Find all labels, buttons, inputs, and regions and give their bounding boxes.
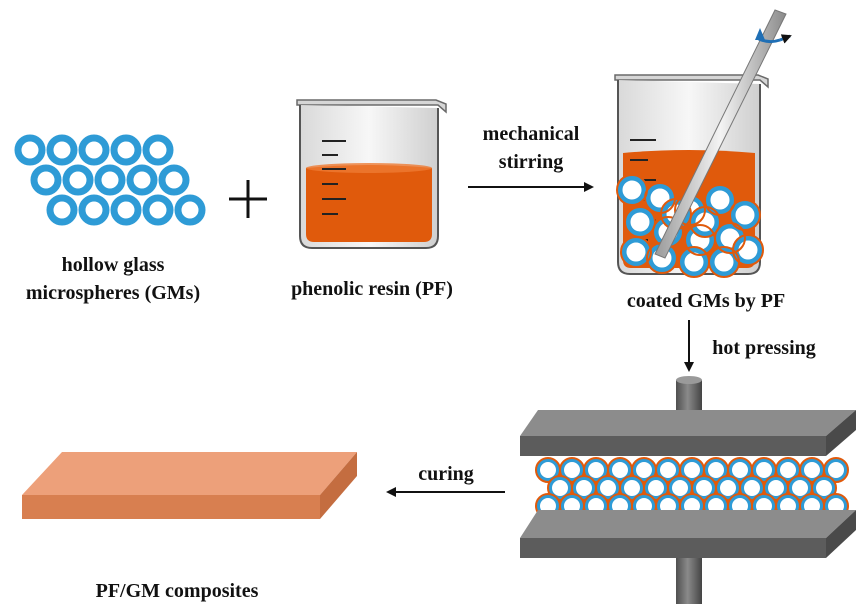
pressed-microsphere xyxy=(596,476,620,500)
pressed-microsphere xyxy=(776,458,800,482)
coated-microsphere xyxy=(709,247,739,277)
pressed-microsphere xyxy=(572,476,596,500)
pressed-microsphere xyxy=(536,458,560,482)
gms-label-line1: hollow glass xyxy=(62,254,165,276)
coated-microsphere xyxy=(625,207,655,237)
pressed-microsphere xyxy=(812,476,836,500)
pressed-microsphere xyxy=(656,458,680,482)
pressed-microspheres xyxy=(535,457,849,519)
hollow-microsphere xyxy=(78,134,110,166)
hollow-microsphere xyxy=(46,134,78,166)
pressed-microsphere xyxy=(584,458,608,482)
graduation-marks xyxy=(322,140,346,215)
hot-press xyxy=(520,376,856,604)
pressed-microsphere xyxy=(692,476,716,500)
hollow-microsphere xyxy=(14,134,46,166)
pressed-microsphere xyxy=(716,476,740,500)
hollow-microsphere xyxy=(62,164,94,196)
hollow-microsphere xyxy=(174,194,206,226)
pressed-microsphere xyxy=(740,476,764,500)
gms-label-line2: microspheres (GMs) xyxy=(26,282,200,304)
stirring-label-line1: mechanical xyxy=(483,123,580,145)
hot-pressing-label: hot pressing xyxy=(712,337,816,359)
pressed-microsphere xyxy=(608,458,632,482)
pf-resin xyxy=(306,165,432,242)
pressed-microsphere xyxy=(632,458,656,482)
hollow-microsphere xyxy=(78,194,110,226)
hollow-microsphere xyxy=(30,164,62,196)
pressed-microsphere xyxy=(620,476,644,500)
coated-microsphere xyxy=(733,235,763,265)
coated-microsphere xyxy=(705,185,735,215)
hollow-microsphere xyxy=(142,194,174,226)
pf-beaker xyxy=(296,99,447,249)
composites-label: PF/GM composites xyxy=(96,580,259,602)
hollow-microsphere xyxy=(126,164,158,196)
pressed-microsphere xyxy=(548,476,572,500)
pressed-microsphere xyxy=(764,476,788,500)
pressed-microsphere xyxy=(728,458,752,482)
coated-microsphere xyxy=(730,200,760,230)
pressed-microsphere xyxy=(680,458,704,482)
stirring-label-line2: stirring xyxy=(499,151,563,173)
hollow-microsphere xyxy=(110,194,142,226)
hollow-microsphere xyxy=(110,134,142,166)
hollow-glass-microspheres-cluster xyxy=(14,134,206,226)
pressed-microsphere xyxy=(752,458,776,482)
hollow-microsphere xyxy=(142,134,174,166)
composite-plate xyxy=(22,452,357,519)
hollow-microsphere xyxy=(94,164,126,196)
pressed-microsphere xyxy=(704,458,728,482)
pressed-microsphere xyxy=(788,476,812,500)
pressed-microsphere xyxy=(560,458,584,482)
hollow-microsphere xyxy=(158,164,190,196)
pressed-microsphere xyxy=(800,458,824,482)
coated-label: coated GMs by PF xyxy=(627,290,785,312)
coated-beaker xyxy=(614,9,792,278)
pf-label: phenolic resin (PF) xyxy=(291,278,453,300)
coated-microsphere xyxy=(621,237,651,267)
coated-microsphere xyxy=(617,175,647,205)
curing-label: curing xyxy=(418,463,474,485)
stirring-rod xyxy=(654,9,792,259)
pressed-microsphere xyxy=(668,476,692,500)
pressed-microsphere xyxy=(824,458,848,482)
hollow-microsphere xyxy=(46,194,78,226)
plus-sign xyxy=(229,180,267,218)
pressed-microsphere xyxy=(644,476,668,500)
